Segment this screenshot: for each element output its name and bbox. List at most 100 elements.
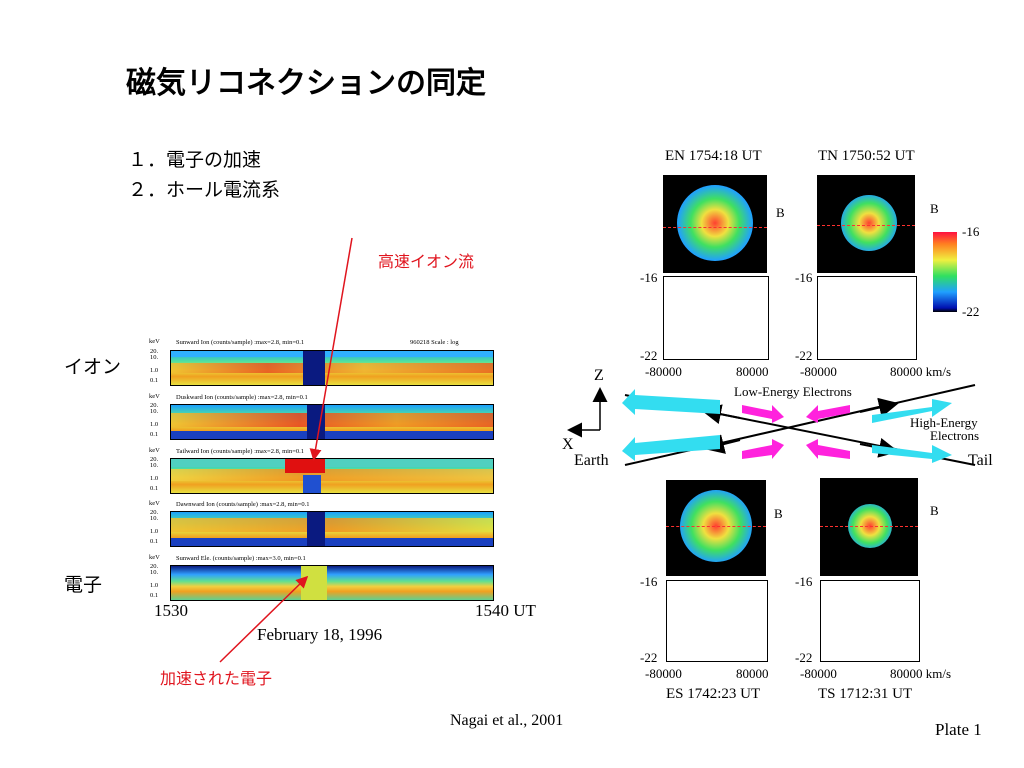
- fast-ion-flow-annotation: 高速イオン流: [378, 252, 475, 271]
- low-energy-electron-arrow: [806, 439, 850, 459]
- colorbar-min: -22: [962, 304, 980, 319]
- earth-label: Earth: [574, 452, 609, 469]
- x-axis-right-unit: 80000 km/s: [890, 666, 952, 681]
- x-axis-right: 80000: [736, 666, 769, 681]
- y-axis-low: -22: [640, 348, 658, 363]
- accelerated-electrons-annotation: 加速された電子: [160, 669, 273, 688]
- low-energy-electron-arrow: [806, 405, 850, 423]
- panel-2-unit: keV: [149, 393, 160, 400]
- ytick: 20.: [150, 509, 159, 516]
- panel-3-title: Tailward Ion (counts/sample) :max=2.8, m…: [176, 448, 305, 455]
- tail-label: Tail: [968, 452, 993, 469]
- ytick: 1.0: [150, 367, 159, 374]
- high-energy-electron-arrow: [622, 435, 720, 461]
- list-item-2: ２．ホール電流系: [128, 179, 281, 201]
- y-axis-low: -22: [795, 650, 813, 665]
- citation: Nagai et al., 2001: [450, 712, 564, 729]
- panel-4-title: Dawnward Ion (counts/sample) :max=2.8, m…: [176, 501, 310, 508]
- z-label: Z: [594, 367, 604, 384]
- low-energy-electron-arrow: [742, 405, 784, 423]
- ytick: 10.: [150, 515, 159, 522]
- y-axis-mid: -16: [640, 270, 658, 285]
- ytick: 1.0: [150, 475, 159, 482]
- top-right-label: TN 1750:52 UT: [818, 148, 915, 164]
- x-axis-left: -80000: [800, 666, 837, 681]
- y-axis-mid: -16: [640, 574, 658, 589]
- reconnection-schematic: [567, 384, 976, 466]
- ytick: 20.: [150, 348, 159, 355]
- high-energy-label-2: Electrons: [930, 428, 980, 443]
- ytick: 20.: [150, 456, 159, 463]
- ytick: 1.0: [150, 528, 159, 535]
- ytick: 20.: [150, 402, 159, 409]
- spectrogram-panel-sunward-electron: [170, 565, 494, 601]
- high-energy-electron-arrow: [622, 389, 720, 415]
- x-axis-right: 80000: [736, 364, 769, 379]
- b-label: B: [774, 506, 783, 521]
- velocity-plot-en: [663, 276, 769, 360]
- top-left-label: EN 1754:18 UT: [665, 148, 762, 164]
- velocity-plot-es: [666, 580, 768, 662]
- high-energy-electron-arrow: [872, 445, 952, 463]
- x-axis-left: -80000: [645, 666, 682, 681]
- high-energy-label-1: High-Energy: [910, 415, 978, 430]
- bottom-left-label: ES 1742:23 UT: [666, 686, 761, 702]
- distribution-image-tn: [817, 175, 915, 273]
- list-item-1: １．電子の加速: [128, 149, 262, 171]
- b-label: B: [776, 205, 785, 220]
- panel-1-unit: keV: [149, 338, 160, 345]
- velocity-plot-tn: [817, 276, 917, 360]
- figure-date: February 18, 1996: [257, 625, 383, 644]
- spectrogram-panel-duskward-ion: [170, 404, 494, 440]
- distribution-image-es: [666, 480, 766, 576]
- high-energy-electron-arrow: [872, 399, 952, 423]
- panel-5-unit: keV: [149, 554, 160, 561]
- panel-1-title: Sunward Ion (counts/sample) :max=2.8, mi…: [176, 339, 305, 346]
- y-axis-low: -22: [640, 650, 658, 665]
- x-axis-start: 1530: [154, 601, 188, 620]
- ytick: 1.0: [150, 421, 159, 428]
- x-axis-left: -80000: [800, 364, 837, 379]
- electron-pointer: [219, 575, 309, 663]
- ytick: 0.1: [150, 431, 159, 438]
- panel-5-title: Sunward Ele. (counts/sample) :max=3.0, m…: [176, 555, 306, 562]
- ytick: 20.: [150, 563, 159, 570]
- b-label: B: [930, 201, 939, 216]
- ytick: 10.: [150, 408, 159, 415]
- ion-flow-pointer: [309, 237, 353, 461]
- electron-label: 電子: [64, 574, 103, 596]
- ytick: 0.1: [150, 485, 159, 492]
- y-axis-mid: -16: [795, 270, 813, 285]
- spectrogram-panel-tailward-ion: [170, 458, 494, 494]
- velocity-plot-ts: [820, 580, 920, 662]
- ytick: 0.1: [150, 538, 159, 545]
- ytick: 10.: [150, 462, 159, 469]
- ion-label: イオン: [64, 356, 122, 378]
- field-line: [624, 384, 976, 466]
- colorbar: [933, 232, 957, 312]
- panel-3-unit: keV: [149, 447, 160, 454]
- field-arrow: [859, 397, 899, 418]
- bottom-right-label: TS 1712:31 UT: [818, 686, 913, 702]
- plate-label: Plate 1: [935, 720, 982, 739]
- y-axis-mid: -16: [795, 574, 813, 589]
- low-energy-label: Low-Energy Electrons: [734, 384, 852, 399]
- ytick: 0.1: [150, 377, 159, 384]
- slide-title: 磁気リコネクションの同定: [126, 66, 486, 101]
- ytick: 10.: [150, 569, 159, 576]
- x-axis-left: -80000: [645, 364, 682, 379]
- y-axis-low: -22: [795, 348, 813, 363]
- x-axis-end: 1540 UT: [475, 601, 536, 620]
- ytick: 10.: [150, 354, 159, 361]
- ytick: 0.1: [150, 592, 159, 599]
- colorbar-max: -16: [962, 224, 980, 239]
- low-energy-electron-arrow: [742, 439, 784, 459]
- ytick: 1.0: [150, 582, 159, 589]
- spectrogram-panel-dawnward-ion: [170, 511, 494, 547]
- x-label: X: [562, 436, 574, 453]
- panel-4-unit: keV: [149, 500, 160, 507]
- b-label: B: [930, 503, 939, 518]
- distribution-image-ts: [820, 478, 918, 576]
- panel-2-title: Duskward Ion (counts/sample) :max=2.8, m…: [176, 394, 308, 401]
